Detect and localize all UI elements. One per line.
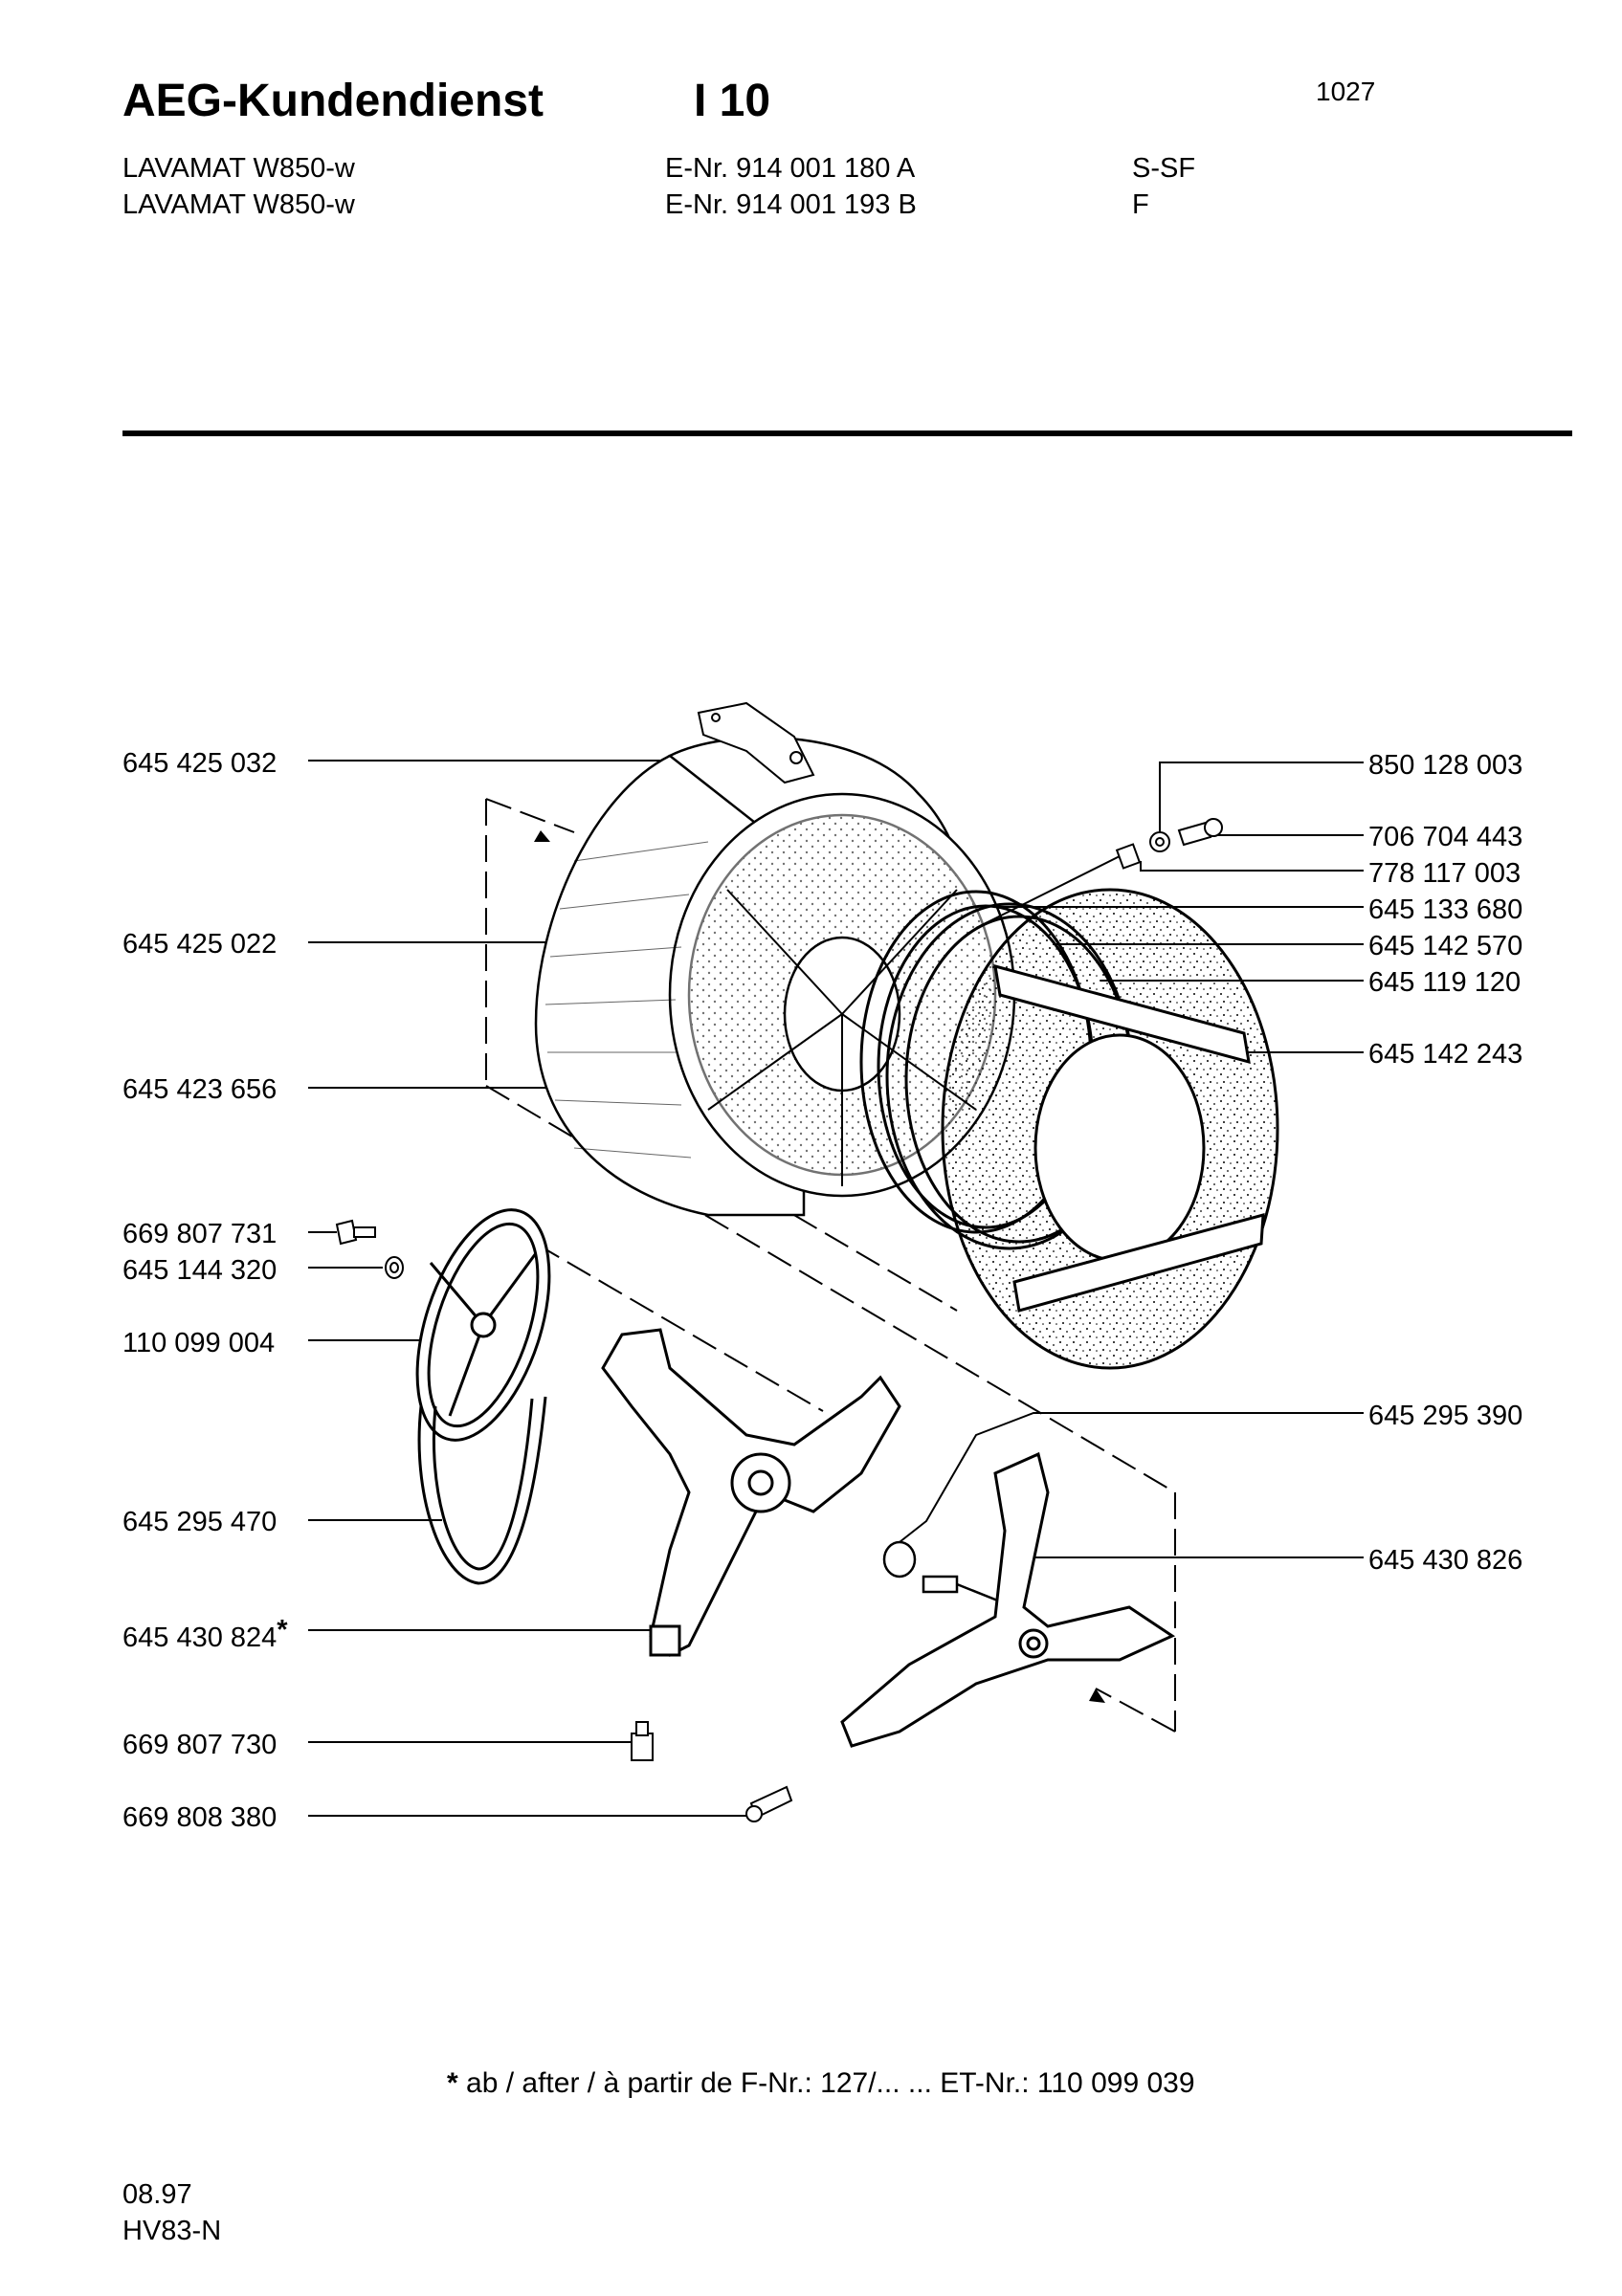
model-variant-2: F xyxy=(1132,189,1149,220)
part-label: 645 430 826 xyxy=(1368,1545,1523,1576)
part-label: 645 295 390 xyxy=(1368,1401,1523,1431)
part-label: 669 807 731 xyxy=(122,1219,278,1249)
part-label: 706 704 443 xyxy=(1368,822,1523,852)
footer-date: 08.97 xyxy=(122,2179,192,2210)
model-enr-1: E-Nr. 914 001 180 A xyxy=(665,153,916,184)
part-label: 645 430 824* xyxy=(122,1617,288,1653)
header-divider xyxy=(122,430,1572,436)
section-code: I 10 xyxy=(694,76,771,126)
screws-left xyxy=(335,1219,404,1279)
model-name-2: LAVAMAT W850-w xyxy=(122,189,355,220)
part-label: 645 142 243 xyxy=(1368,1039,1523,1070)
part-label: 645 423 656 xyxy=(122,1074,278,1105)
part-label: 645 295 470 xyxy=(122,1507,278,1537)
page-number: 1027 xyxy=(1316,77,1376,106)
model-name-1: LAVAMAT W850-w xyxy=(122,153,355,184)
part-label: 669 807 730 xyxy=(122,1730,278,1760)
part-label: 778 117 003 xyxy=(1368,858,1522,889)
model-variant-1: S-SF xyxy=(1132,153,1196,184)
asterisk-marker: * xyxy=(277,1615,288,1645)
drive-belt xyxy=(417,1396,547,1585)
screws-bottom xyxy=(631,1721,793,1822)
model-enr-2: E-Nr. 914 001 193 B xyxy=(665,189,917,220)
footer-code: HV83-N xyxy=(122,2216,222,2246)
direction-marks xyxy=(534,830,1105,1703)
part-label: 645 425 022 xyxy=(122,929,278,960)
bushing-shaft xyxy=(882,1540,1015,1609)
drum-cross-left xyxy=(601,1328,901,1657)
top-bracket xyxy=(697,701,815,784)
part-label: 645 144 320 xyxy=(122,1255,278,1286)
footnote-asterisk: * xyxy=(447,2067,458,2099)
brand-title: AEG-Kundendienst xyxy=(122,76,544,126)
part-label: 850 128 003 xyxy=(1368,750,1523,781)
clamp-bolt-hardware xyxy=(975,818,1223,929)
drum-cross-right xyxy=(840,1451,1176,1748)
front-tub-ring xyxy=(941,888,1279,1370)
part-number: 645 430 824 xyxy=(122,1623,278,1653)
part-label: 645 142 570 xyxy=(1368,931,1523,961)
pulley-wheel xyxy=(415,1208,551,1442)
tub-shading xyxy=(544,841,709,1159)
part-label: 110 099 004 xyxy=(122,1328,276,1358)
footnote: * ab / after / à partir de F-Nr.: 127/..… xyxy=(447,2069,1195,2098)
leader-lines-left xyxy=(308,760,909,1817)
part-label: 645 133 680 xyxy=(1368,894,1523,925)
part-label: 645 119 120 xyxy=(1368,967,1522,998)
footnote-text: ab / after / à partir de F-Nr.: 127/... … xyxy=(466,2067,1195,2099)
part-label: 645 425 032 xyxy=(122,748,278,779)
part-label: 669 808 380 xyxy=(122,1802,278,1833)
